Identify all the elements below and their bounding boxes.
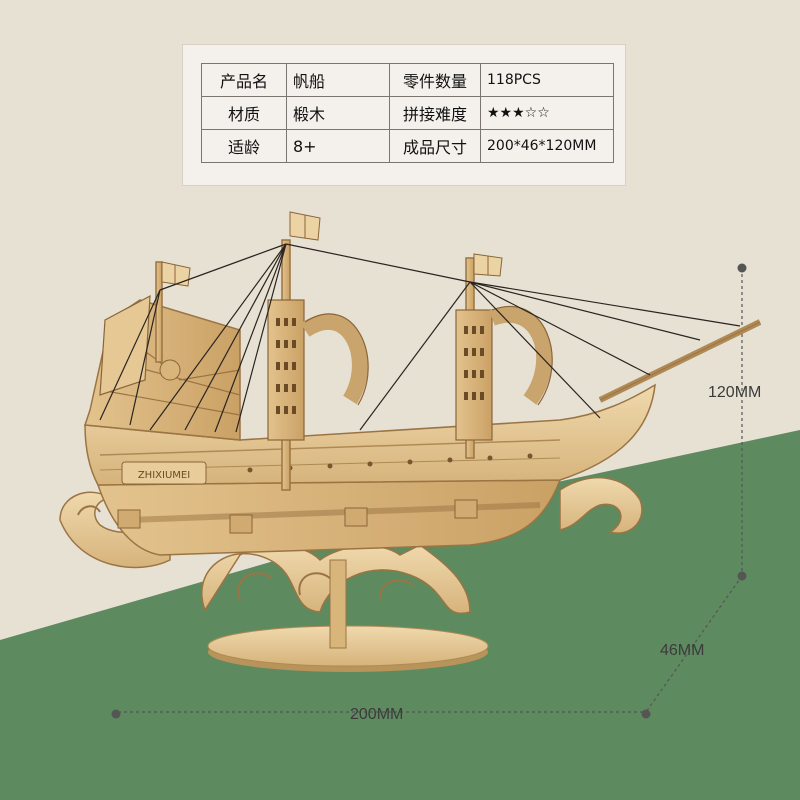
table-row: 适龄 8+ 成品尺寸 200*46*120MM — [201, 129, 614, 163]
product-name-label: 产品名 — [201, 63, 287, 97]
spec-table: 产品名 帆船 零件数量 118PCS 材质 椴木 拼接难度 ★★★☆☆ 适龄 8… — [201, 63, 614, 163]
difficulty-rating: ★★★☆☆ — [480, 96, 614, 130]
size-value: 200*46*120MM — [480, 129, 614, 163]
part-count-value: 118PCS — [480, 63, 614, 97]
table-row: 产品名 帆船 零件数量 118PCS — [201, 63, 614, 97]
dimension-lines — [118, 268, 743, 713]
size-label: 成品尺寸 — [389, 129, 481, 163]
part-count-label: 零件数量 — [389, 63, 481, 97]
width-dimension-label: 200MM — [350, 706, 404, 723]
difficulty-label: 拼接难度 — [389, 96, 481, 130]
ship-badge-text: ZHIXIUMEI — [138, 470, 190, 481]
height-dimension-label: 120MM — [708, 384, 762, 401]
background-green — [0, 430, 800, 800]
spec-table-card: 产品名 帆船 零件数量 118PCS 材质 椴木 拼接难度 ★★★☆☆ 适龄 8… — [182, 44, 626, 186]
material-label: 材质 — [201, 96, 287, 130]
age-label: 适龄 — [201, 129, 287, 163]
ship-model: ZHIXIUMEI — [59, 211, 762, 672]
age-value: 8+ — [286, 129, 390, 163]
table-row: 材质 椴木 拼接难度 ★★★☆☆ — [201, 96, 614, 130]
dimension-points — [111, 263, 747, 719]
product-name-value: 帆船 — [286, 63, 390, 97]
material-value: 椴木 — [286, 96, 390, 130]
depth-dimension-label: 46MM — [660, 642, 705, 659]
